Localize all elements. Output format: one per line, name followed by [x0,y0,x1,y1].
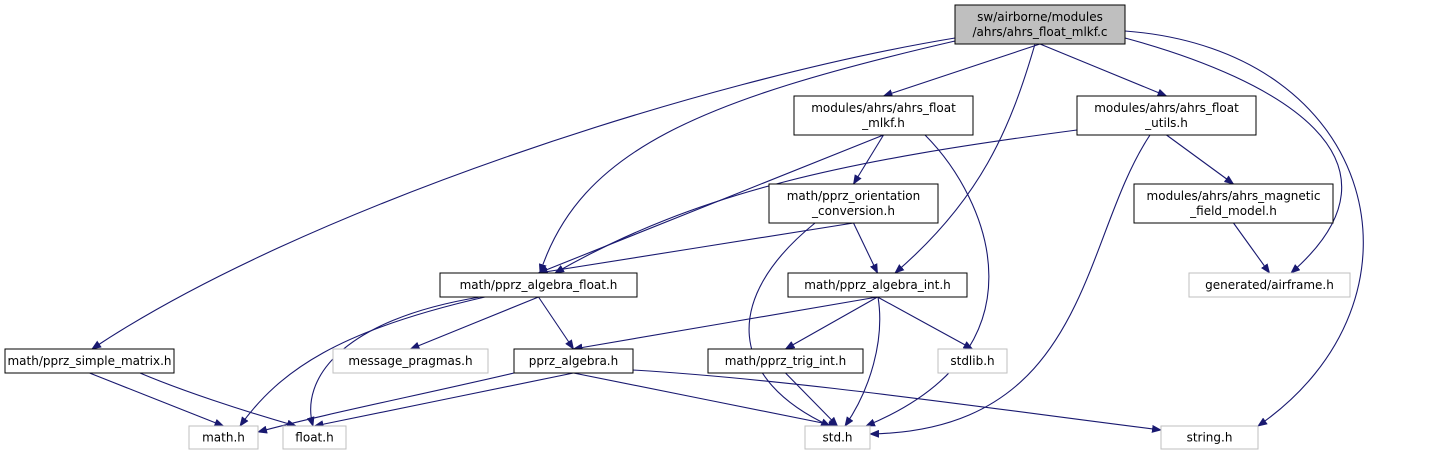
edge-alg_int-to-trig_int [784,296,878,350]
node-label: math/pprz_algebra_int.h [804,278,951,292]
edge-pprz_algebra-to-math [257,372,515,434]
node-orient[interactable]: math/pprz_orientation_conversion.h [768,183,939,224]
node-magnetic[interactable]: modules/ahrs/ahrs_magnetic_field_model.h [1133,183,1334,224]
edge-orient-to-std [748,222,831,427]
edge-orient-to-alg_float [537,222,854,276]
node-label: _field_model.h [1189,204,1277,218]
node-label: math/pprz_orientation [787,189,921,203]
edge-alg_float-to-math [239,296,486,427]
node-box [1160,425,1259,450]
node-box [707,348,864,374]
node-box [513,348,634,374]
edge-root-to-alg_int [894,43,1036,274]
node-box [954,4,1126,45]
node-label: generated/airframe.h [1205,278,1334,292]
node-label: _utils.h [1144,116,1188,130]
edge-mlkf_h-to-orient [852,134,884,185]
edge-root-to-simple_matrix [91,37,956,350]
edge-simple_matrix-to-float [139,372,297,428]
edge-alg_float-to-pprz_algebra [538,296,575,350]
node-utils_h[interactable]: modules/ahrs/ahrs_float_utils.h [1076,95,1257,136]
node-label: _mlkf.h [861,116,905,130]
edge-pprz_algebra-to-string [632,369,1162,433]
edge-mlkf_h-to-std [865,134,990,427]
node-float: float.h [282,425,347,450]
node-root: sw/airborne/modules/ahrs/ahrs_float_mlkf… [954,4,1126,45]
node-box [1133,183,1334,224]
node-label: math/pprz_simple_matrix.h [7,354,171,368]
node-alg_float[interactable]: math/pprz_algebra_float.h [439,272,638,298]
edge-simple_matrix-to-math [89,372,225,427]
node-box [4,348,175,374]
node-mlkf_h[interactable]: modules/ahrs/ahrs_float_mlkf.h [793,95,974,136]
node-label: sw/airborne/modules [977,10,1103,24]
edge-utils_h-to-alg_float [554,129,1078,274]
node-pprz_algebra[interactable]: pprz_algebra.h [513,348,634,374]
node-label: modules/ahrs/ahrs_float [1094,101,1239,115]
node-box [1188,272,1351,298]
edges [89,30,1364,438]
node-box [937,348,1008,374]
node-label: std.h [823,431,853,445]
node-std: std.h [804,425,871,450]
edge-alg_int-to-std [844,296,881,427]
node-simple_matrix[interactable]: math/pprz_simple_matrix.h [4,348,175,374]
node-box [1076,95,1257,136]
node-label: math/pprz_algebra_float.h [460,278,618,292]
node-label: modules/ahrs/ahrs_float [811,101,956,115]
edge-trig_int-to-std [785,372,839,427]
node-alg_int[interactable]: math/pprz_algebra_int.h [787,272,968,298]
node-box [768,183,939,224]
node-box [787,272,968,298]
node-label: math.h [202,431,245,445]
node-string: string.h [1160,425,1259,450]
node-label: stdlib.h [950,354,994,368]
edge-utils_h-to-std [869,134,1151,438]
edge-root-to-alg_float [538,40,956,274]
edge-utils_h-to-magnetic [1166,134,1235,185]
edge-alg_float-to-msg_pragmas [409,296,539,350]
edge-pprz_algebra-to-std [573,372,839,429]
edge-alg_int-to-pprz_algebra [572,296,878,352]
edge-pprz_algebra-to-float [313,372,574,429]
node-box [793,95,974,136]
node-math: math.h [188,425,259,450]
node-label: pprz_algebra.h [529,354,618,368]
node-label: string.h [1187,431,1233,445]
edge-orient-to-alg_int [853,222,878,274]
node-label: _conversion.h [811,204,895,218]
nodes: sw/airborne/modules/ahrs/ahrs_float_mlkf… [4,4,1351,450]
node-box [439,272,638,298]
node-label: math/pprz_trig_int.h [725,354,847,368]
node-box [282,425,347,450]
node-label: message_pragmas.h [348,354,472,368]
node-trig_int[interactable]: math/pprz_trig_int.h [707,348,864,374]
node-airframe: generated/airframe.h [1188,272,1351,298]
node-box [804,425,871,450]
edge-root-to-utils_h [1039,43,1168,97]
node-box [188,425,259,450]
edge-root-to-string [1124,30,1364,427]
node-stdlib: stdlib.h [937,348,1008,374]
node-box [332,348,489,374]
edge-root-to-airframe [1124,37,1343,274]
edge-magnetic-to-airframe [1233,222,1271,274]
node-label: float.h [295,431,333,445]
edge-alg_int-to-stdlib [877,296,974,350]
node-label: /ahrs/ahrs_float_mlkf.c [972,25,1107,39]
node-msg_pragmas: message_pragmas.h [332,348,489,374]
node-label: modules/ahrs/ahrs_magnetic [1147,189,1321,203]
edge-root-to-mlkf_h [882,43,1041,97]
